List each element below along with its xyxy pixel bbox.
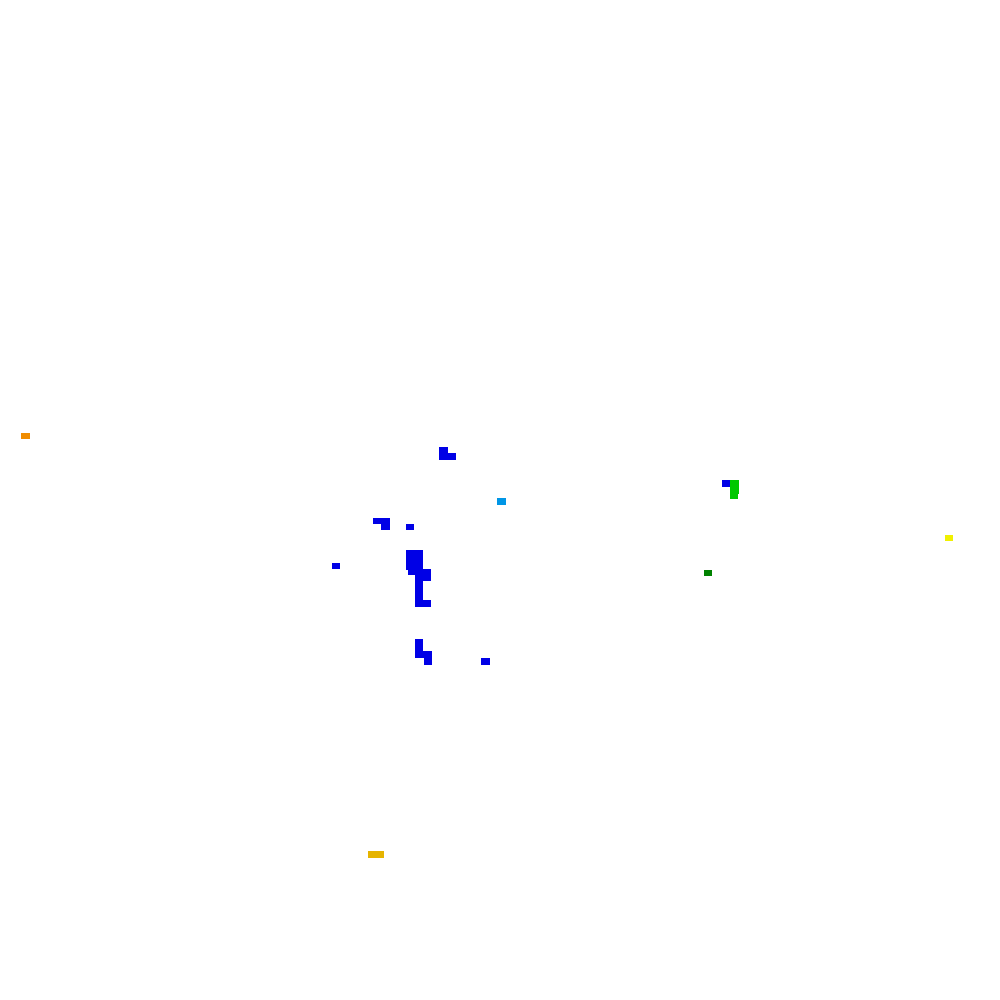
blue-pixel-cluster <box>381 523 390 530</box>
blue-pixel-cluster <box>415 639 423 652</box>
orange-pixel-west <box>21 433 30 439</box>
green-pixel <box>730 493 738 499</box>
blue-pixel-cluster <box>406 524 414 530</box>
blue-pixel-cluster <box>439 447 448 460</box>
light-blue-pixel <box>497 498 506 505</box>
blue-pixel-cluster <box>415 600 431 607</box>
gold-pixel-south <box>368 851 384 858</box>
green-pixel <box>730 480 739 494</box>
blue-pixel-cluster <box>722 480 730 487</box>
blue-pixel-cluster <box>373 518 390 524</box>
blue-pixel-cluster <box>415 651 431 658</box>
blue-pixel-cluster <box>406 550 423 570</box>
blue-pixel-cluster <box>332 563 340 569</box>
blue-pixel-cluster <box>448 453 456 460</box>
dark-green-pixel <box>704 570 712 576</box>
blue-pixel-cluster <box>481 658 490 665</box>
blue-pixel-cluster <box>415 569 431 581</box>
yellow-pixel-east <box>945 535 953 541</box>
blue-pixel-cluster <box>424 651 432 665</box>
blue-pixel-cluster <box>415 581 423 601</box>
